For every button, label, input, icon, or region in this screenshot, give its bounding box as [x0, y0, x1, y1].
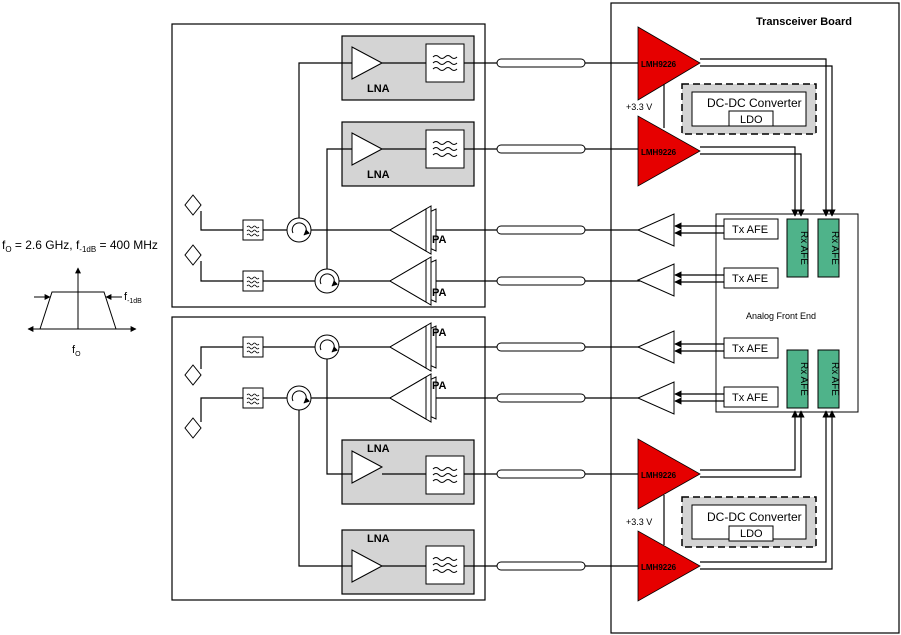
driver-label: LMH9226 [641, 148, 677, 157]
antenna-icon [184, 364, 202, 386]
rx-afe-label: Rx AFE [798, 362, 809, 396]
antenna-icon [184, 194, 202, 216]
rx-afe: Rx AFE [786, 349, 809, 409]
bandpass-filter-icon [425, 455, 465, 495]
pa-label: PA [432, 380, 447, 392]
pa-amp-icon [389, 205, 437, 255]
pa-label: PA [432, 287, 447, 299]
bandpass-filter-icon [425, 545, 465, 585]
lna-label: LNA [367, 443, 390, 455]
rx-signal-lines [700, 58, 836, 570]
filter-spec-text: fO = 2.6 GHz, f-1dB = 400 MHz [2, 238, 158, 254]
coax-cables [436, 58, 640, 571]
lna-label: LNA [367, 169, 390, 181]
afe-title: Analog Front End [746, 311, 816, 321]
pa-label: PA [432, 327, 447, 339]
tx-driver-amp-icon [637, 263, 675, 297]
circulator-icon [287, 218, 311, 242]
tx-afe-label: Tx AFE [732, 343, 768, 355]
coax-cable [464, 561, 640, 571]
rx-afe-label: Rx AFE [829, 362, 840, 396]
circulator-icon [315, 269, 339, 293]
rx-afe-label: Rx AFE [798, 231, 809, 265]
driver-label: LMH9226 [641, 471, 677, 480]
coax-cable [436, 342, 640, 352]
circulator-icon [287, 386, 311, 410]
antenna-module-bottom: PA PA LNA LNA [171, 316, 486, 601]
coax-cable [464, 144, 640, 154]
lna-block: LNA [341, 35, 475, 101]
ldo-label: LDO [740, 114, 763, 126]
pa-label: PA [432, 234, 447, 246]
tx-signal-lines [674, 222, 724, 405]
antenna-icon [184, 417, 202, 439]
lmh9226-driver: LMH9226 [637, 26, 701, 101]
tx-driver-amp-icon [637, 381, 675, 415]
fo-label: fO [72, 344, 81, 358]
lna-block: LNA [341, 121, 475, 187]
passband-shape [39, 291, 117, 330]
pa-amp-icon [389, 322, 437, 372]
ldo-label: LDO [740, 528, 763, 540]
rx-afe-label: Rx AFE [829, 231, 840, 265]
bandpass-filter-small-icon [242, 336, 264, 358]
tx-afe-label: Tx AFE [732, 224, 768, 236]
transceiver-board: Transceiver Board LMH9226 LMH9226 LMH922… [610, 2, 900, 634]
antenna-module-top: LNA LNA PA PA [171, 23, 486, 308]
tx-afe: Tx AFE [723, 218, 779, 240]
lna-block: LNA [341, 529, 475, 595]
driver-label: LMH9226 [641, 563, 677, 572]
tx-driver-amp-icon [637, 213, 675, 247]
lmh9226-driver: LMH9226 [637, 530, 701, 602]
filter-spec-panel: fO = 2.6 GHz, f-1dB = 400 MHz f-1dB fO [2, 238, 158, 358]
coax-cable [436, 225, 640, 235]
bandpass-filter-icon [425, 129, 465, 169]
lna-amp-icon [351, 450, 384, 484]
tx-driver-amp-icon [637, 330, 675, 364]
rx-afe: Rx AFE [817, 218, 840, 278]
antenna-icon [184, 244, 202, 266]
supply-label: +3.3 V [626, 102, 652, 112]
driver-label: LMH9226 [641, 60, 677, 69]
analog-front-end: Analog Front End Tx AFE Tx AFE Tx AFE Tx… [715, 213, 859, 413]
tx-afe-label: Tx AFE [732, 273, 768, 285]
dcdc-label: DC-DC Converter [707, 510, 802, 524]
lna-label: LNA [367, 83, 390, 95]
coax-cable [464, 58, 640, 68]
pa-amp-icon [389, 256, 437, 306]
lmh9226-driver: LMH9226 [637, 115, 701, 187]
bandpass-filter-icon [425, 43, 465, 83]
bandpass-filter-small-icon [242, 219, 264, 241]
pa-amp-icon [389, 373, 437, 423]
bandpass-filter-small-icon [242, 387, 264, 409]
coax-cable [464, 469, 640, 479]
rx-afe: Rx AFE [817, 349, 840, 409]
transceiver-board-title: Transceiver Board [756, 16, 852, 28]
module-frame-top [171, 23, 486, 308]
dcdc-converter: DC-DC Converter LDO [681, 496, 817, 548]
lna-label: LNA [367, 533, 390, 545]
transceiver-board-frame [610, 2, 900, 634]
coax-cable [436, 276, 640, 286]
coax-cable [436, 393, 640, 403]
tx-afe: Tx AFE [723, 386, 779, 408]
bandpass-filter-small-icon [242, 270, 264, 292]
rx-afe: Rx AFE [786, 218, 809, 278]
tx-afe-label: Tx AFE [732, 392, 768, 404]
f1db-label: f-1dB [124, 291, 142, 305]
tx-afe: Tx AFE [723, 267, 779, 289]
supply-label: +3.3 V [626, 517, 652, 527]
dcdc-label: DC-DC Converter [707, 96, 802, 110]
circulator-icon [315, 335, 339, 359]
dcdc-converter: DC-DC Converter LDO [681, 83, 817, 135]
lna-block: LNA [341, 439, 475, 505]
tx-afe: Tx AFE [723, 337, 779, 359]
module-frame-bottom [171, 316, 486, 601]
lmh9226-driver: LMH9226 [637, 438, 701, 510]
